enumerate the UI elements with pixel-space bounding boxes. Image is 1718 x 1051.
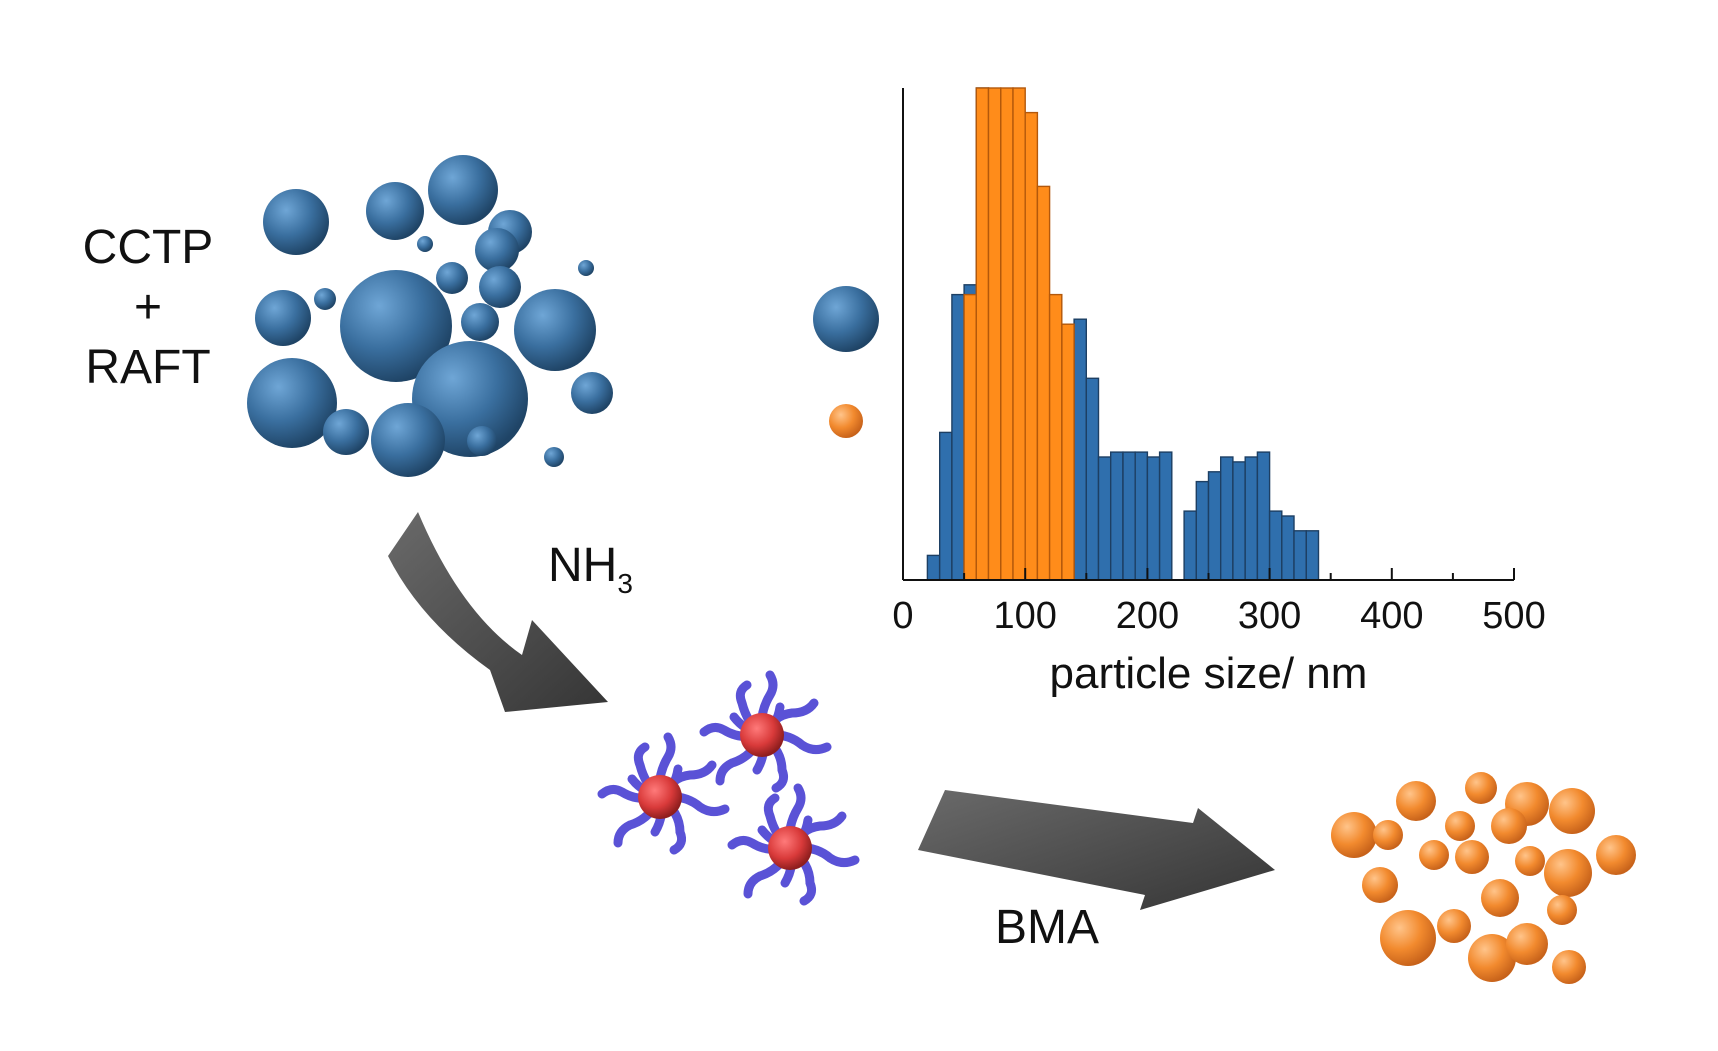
- reactants-label: CCTP + RAFT: [58, 218, 238, 398]
- reactant-cctp: CCTP: [82, 221, 214, 274]
- step2-reagent-label: BMA: [995, 901, 1100, 954]
- blue-bar-30: [939, 431, 953, 581]
- orange-bar-60: [975, 87, 990, 581]
- x-tick-label-500: 500: [1482, 595, 1545, 637]
- reactant-raft: RAFT: [85, 341, 211, 394]
- blue-bar-250: [1207, 471, 1222, 581]
- blue-bar-20: [926, 554, 941, 581]
- blue-bar-210: [1158, 451, 1173, 581]
- micelle-core: [638, 775, 682, 819]
- blue-bar-270: [1232, 461, 1246, 581]
- blue-bar-310: [1281, 515, 1295, 581]
- x-tick-label-0: 0: [892, 595, 913, 637]
- blue-bar-290: [1256, 451, 1271, 581]
- step1-reagent-subscript: 3: [617, 568, 633, 599]
- x-tick-label-100: 100: [993, 595, 1056, 637]
- x-axis-label: particle size/ nm: [1050, 649, 1368, 698]
- straight-arrow-icon: [918, 790, 1275, 910]
- blue-bar-40: [951, 293, 965, 581]
- blue-bar-150: [1085, 377, 1100, 581]
- micelle-core: [740, 713, 784, 757]
- reactant-plus: +: [133, 281, 163, 334]
- x-tick-label-300: 300: [1238, 595, 1301, 637]
- orange-bar-50: [963, 293, 977, 581]
- curved-arrow-icon: [388, 512, 608, 712]
- blue-bar-140: [1073, 318, 1087, 581]
- x-tick-label-200: 200: [1116, 595, 1179, 637]
- polymer-micelle-cluster: [597, 670, 860, 906]
- orange-bar-90: [1012, 87, 1026, 581]
- blue-bar-320: [1293, 530, 1307, 581]
- blue-bar-280: [1244, 456, 1259, 581]
- particle-size-histogram: 0 100 200 300 400 500 particle size/ nm: [892, 87, 1546, 698]
- orange-bar-70: [987, 87, 1002, 581]
- step1-reagent-base: NH: [548, 539, 618, 592]
- orange-bar-130: [1061, 323, 1075, 581]
- orange-bar-120: [1048, 293, 1063, 581]
- step1-reagent-label: NH3: [548, 538, 633, 600]
- x-tick-label-400: 400: [1360, 595, 1423, 637]
- legend-blue-sphere: [813, 286, 879, 352]
- blue-particle-cluster: [247, 155, 613, 477]
- blue-bar-190: [1134, 451, 1149, 581]
- orange-bar-100: [1024, 111, 1039, 581]
- micelle-core: [768, 826, 812, 870]
- orange-bar-110: [1036, 185, 1051, 581]
- blue-bar-180: [1122, 451, 1136, 581]
- legend-orange-sphere: [829, 404, 863, 438]
- blue-bar-330: [1305, 530, 1320, 581]
- blue-bar-240: [1195, 480, 1210, 581]
- blue-bar-170: [1109, 451, 1124, 581]
- blue-bar-300: [1268, 510, 1283, 581]
- blue-bar-230: [1183, 510, 1197, 581]
- blue-bar-200: [1146, 456, 1161, 581]
- blue-bar-160: [1097, 456, 1112, 581]
- blue-bar-260: [1219, 456, 1234, 581]
- orange-bar-80: [1000, 87, 1014, 581]
- orange-particle-cluster: [1331, 772, 1636, 984]
